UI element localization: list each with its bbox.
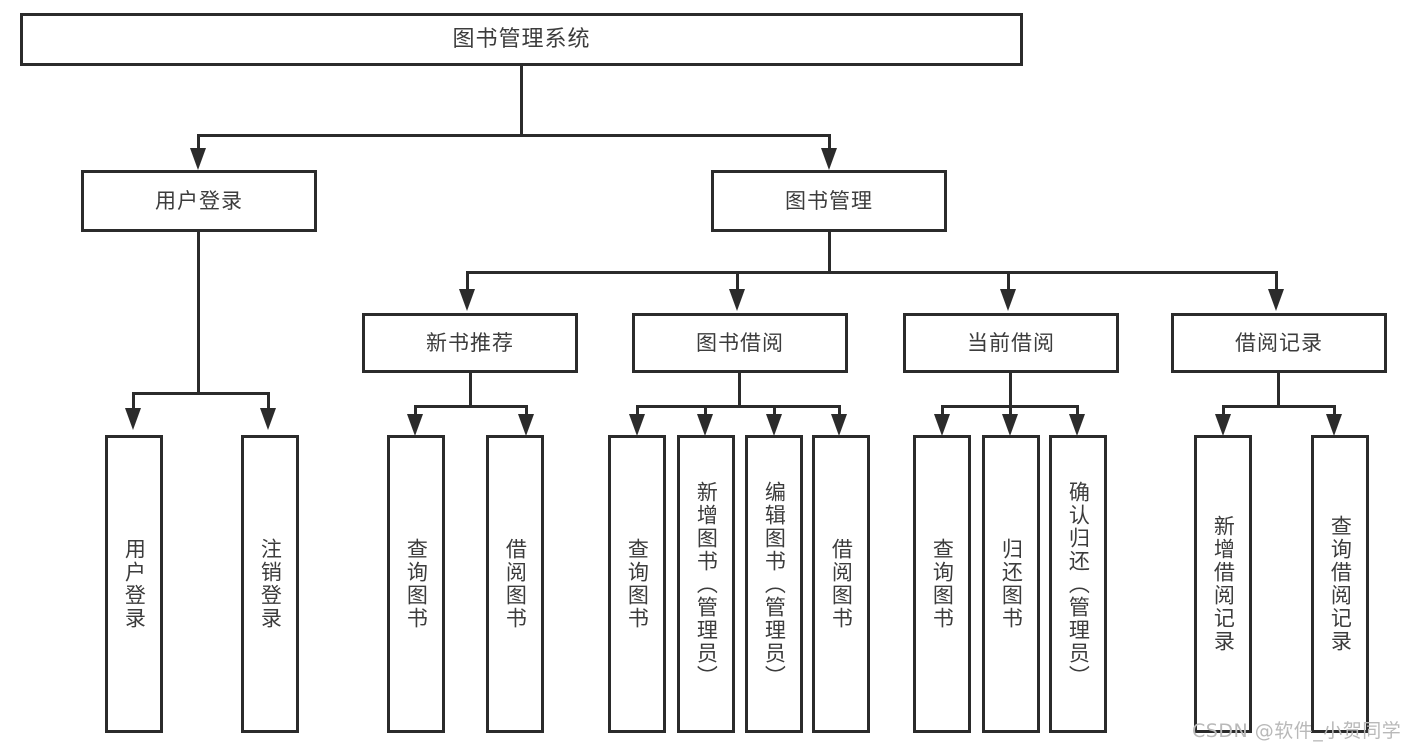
arrow-to-user-login bbox=[190, 148, 206, 170]
arrow-to-book-manage bbox=[821, 148, 837, 170]
leaf-return-book[interactable]: 归还图书 bbox=[982, 435, 1040, 733]
connector-bookborrow-drop-3 bbox=[773, 405, 776, 415]
node-user-login[interactable]: 用户登录 bbox=[81, 170, 317, 232]
connector-currentborrow-stem bbox=[1009, 373, 1012, 407]
arrow-to-leaf-query-record bbox=[1326, 414, 1342, 436]
node-book-manage-label: 图书管理 bbox=[785, 188, 873, 213]
arrow-to-leaf-query-book-1 bbox=[407, 414, 423, 436]
leaf-query-book-1[interactable]: 查询图书 bbox=[387, 435, 445, 733]
leaf-query-book-2-label: 查询图书 bbox=[625, 538, 650, 630]
connector-bookmanage-bus bbox=[466, 271, 1278, 274]
node-borrow-record[interactable]: 借阅记录 bbox=[1171, 313, 1387, 373]
leaf-query-book-3-label: 查询图书 bbox=[930, 538, 955, 630]
connector-currentborrow-drop-2 bbox=[1009, 405, 1012, 415]
node-user-login-label: 用户登录 bbox=[155, 188, 243, 213]
node-current-borrow[interactable]: 当前借阅 bbox=[903, 313, 1119, 373]
connector-bookborrow-drop-2 bbox=[704, 405, 707, 415]
connector-currentborrow-drop-3 bbox=[1076, 405, 1079, 415]
node-new-book-recommend-label: 新书推荐 bbox=[426, 330, 514, 355]
arrow-to-leaf-edit-book bbox=[766, 414, 782, 436]
leaf-borrow-book-2[interactable]: 借阅图书 bbox=[812, 435, 870, 733]
connector-userlogin-stem bbox=[197, 232, 200, 394]
arrow-to-leaf-return-book bbox=[1002, 414, 1018, 436]
node-book-manage[interactable]: 图书管理 bbox=[711, 170, 947, 232]
leaf-logout[interactable]: 注销登录 bbox=[241, 435, 299, 733]
node-root-label: 图书管理系统 bbox=[452, 26, 591, 52]
connector-bookborrow-stem bbox=[738, 373, 741, 407]
arrow-to-new-book-recommend bbox=[459, 289, 475, 311]
arrow-to-book-borrow bbox=[729, 289, 745, 311]
leaf-edit-book-label: 编辑图书（管理员） bbox=[762, 480, 787, 688]
csdn-watermark: CSDN @软件_小贺同学 bbox=[1192, 720, 1402, 742]
leaf-user-login[interactable]: 用户登录 bbox=[105, 435, 163, 733]
connector-borrowrecord-stem bbox=[1277, 373, 1280, 407]
arrow-to-borrow-record bbox=[1268, 289, 1284, 311]
connector-userlogin-bus bbox=[132, 392, 270, 395]
connector-bookborrow-bus bbox=[636, 405, 840, 408]
leaf-add-record[interactable]: 新增借阅记录 bbox=[1194, 435, 1252, 733]
leaf-user-login-label: 用户登录 bbox=[122, 538, 147, 630]
leaf-edit-book[interactable]: 编辑图书（管理员） bbox=[745, 435, 803, 733]
node-current-borrow-label: 当前借阅 bbox=[967, 330, 1055, 355]
connector-root-bus bbox=[197, 134, 831, 137]
connector-root-drop-right bbox=[828, 134, 831, 148]
connector-newbook-bus bbox=[414, 405, 528, 408]
connector-borrowrecord-drop-2 bbox=[1333, 405, 1336, 415]
arrow-to-leaf-borrow-book-1 bbox=[518, 414, 534, 436]
arrow-to-leaf-confirm-return bbox=[1069, 414, 1085, 436]
connector-userlogin-drop-2 bbox=[267, 392, 270, 408]
leaf-logout-label: 注销登录 bbox=[258, 538, 283, 630]
node-book-borrow[interactable]: 图书借阅 bbox=[632, 313, 848, 373]
node-borrow-record-label: 借阅记录 bbox=[1235, 330, 1323, 355]
connector-borrowrecord-drop-1 bbox=[1222, 405, 1225, 415]
connector-newbook-stem bbox=[469, 373, 472, 407]
connector-root-drop-left bbox=[197, 134, 200, 148]
connector-newbook-drop-2 bbox=[525, 405, 528, 415]
arrow-to-leaf-add-book bbox=[697, 414, 713, 436]
leaf-query-book-2[interactable]: 查询图书 bbox=[608, 435, 666, 733]
leaf-return-book-label: 归还图书 bbox=[999, 538, 1024, 630]
connector-userlogin-drop-1 bbox=[132, 392, 135, 408]
connector-bookmanage-drop-4 bbox=[1275, 271, 1278, 289]
leaf-query-book-3[interactable]: 查询图书 bbox=[913, 435, 971, 733]
connector-bookborrow-drop-4 bbox=[838, 405, 841, 415]
connector-bookmanage-drop-1 bbox=[466, 271, 469, 289]
leaf-query-record[interactable]: 查询借阅记录 bbox=[1311, 435, 1369, 733]
connector-newbook-drop-1 bbox=[414, 405, 417, 415]
leaf-add-book[interactable]: 新增图书（管理员） bbox=[677, 435, 735, 733]
node-book-borrow-label: 图书借阅 bbox=[696, 330, 784, 355]
connector-root-stem bbox=[520, 66, 523, 136]
leaf-add-record-label: 新增借阅记录 bbox=[1211, 515, 1236, 653]
connector-borrowrecord-bus bbox=[1222, 405, 1336, 408]
leaf-borrow-book-1[interactable]: 借阅图书 bbox=[486, 435, 544, 733]
arrow-to-leaf-borrow-book-2 bbox=[831, 414, 847, 436]
connector-currentborrow-drop-1 bbox=[941, 405, 944, 415]
connector-bookmanage-stem bbox=[828, 232, 831, 273]
arrow-to-leaf-add-record bbox=[1215, 414, 1231, 436]
leaf-borrow-book-2-label: 借阅图书 bbox=[829, 538, 854, 630]
leaf-borrow-book-1-label: 借阅图书 bbox=[503, 538, 528, 630]
leaf-query-book-1-label: 查询图书 bbox=[404, 538, 429, 630]
arrow-to-current-borrow bbox=[1000, 289, 1016, 311]
arrow-to-leaf-query-book-2 bbox=[629, 414, 645, 436]
arrow-to-leaf-user-login bbox=[125, 408, 141, 430]
leaf-add-book-label: 新增图书（管理员） bbox=[694, 480, 719, 688]
leaf-query-record-label: 查询借阅记录 bbox=[1328, 515, 1353, 653]
connector-bookmanage-drop-2 bbox=[736, 271, 739, 289]
arrow-to-leaf-logout bbox=[260, 408, 276, 430]
leaf-confirm-return[interactable]: 确认归还（管理员） bbox=[1049, 435, 1107, 733]
connector-bookmanage-drop-3 bbox=[1007, 271, 1010, 289]
node-new-book-recommend[interactable]: 新书推荐 bbox=[362, 313, 578, 373]
node-root-system[interactable]: 图书管理系统 bbox=[20, 13, 1023, 66]
connector-bookborrow-drop-1 bbox=[636, 405, 639, 415]
leaf-confirm-return-label: 确认归还（管理员） bbox=[1066, 480, 1091, 688]
arrow-to-leaf-query-book-3 bbox=[934, 414, 950, 436]
